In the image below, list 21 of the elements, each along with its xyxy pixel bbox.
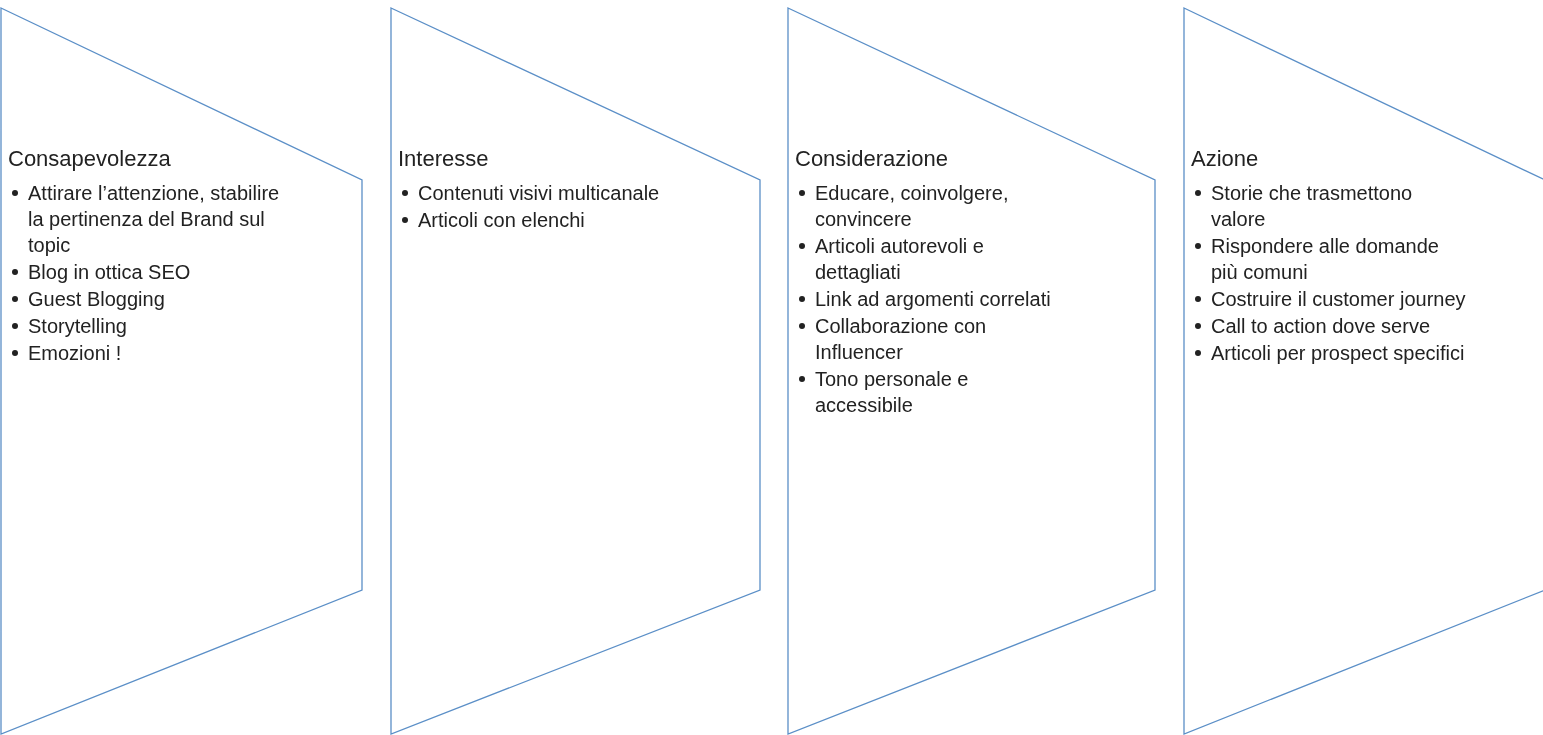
bullet-item: Call to action dove serve [1211,314,1431,339]
bullet-item: Articoli per prospect specifici [1211,341,1466,366]
bullet-item: Blog in ottica SEO [28,260,192,285]
stage-heading: Considerazione [795,146,948,172]
bullet-item: Articoli autorevoli e dettagliati [815,234,985,285]
stage-heading: Azione [1191,146,1259,172]
bullet-item: Articoli con elenchi [418,208,586,233]
bullet-item: Rispondere alle domande più comuni [1211,234,1440,285]
bullet-item: Educare, coinvolgere, convincere [815,181,1010,232]
bullet-item: Emozioni ! [28,341,123,366]
bullet-item: Contenuti visivi multicanale [418,181,661,206]
bullet-item: Attirare l’attenzione, stabilire la pertinenza del Brand sul topic [28,181,281,258]
stage-heading: Interesse [398,146,489,172]
bullet-item: Costruire il customer journey [1211,287,1466,312]
stage-heading: Consapevolezza [8,146,171,172]
bullet-item: Storie che trasmettono valore [1211,181,1414,232]
bullet-item: Storytelling [28,314,128,339]
bullet-item: Guest Blogging [28,287,166,312]
bullet-item: Tono personale e accessibile [815,367,970,418]
bullet-item: Collaborazione con Influencer [815,314,988,365]
bullet-item: Link ad argomenti correlati [815,287,1052,312]
